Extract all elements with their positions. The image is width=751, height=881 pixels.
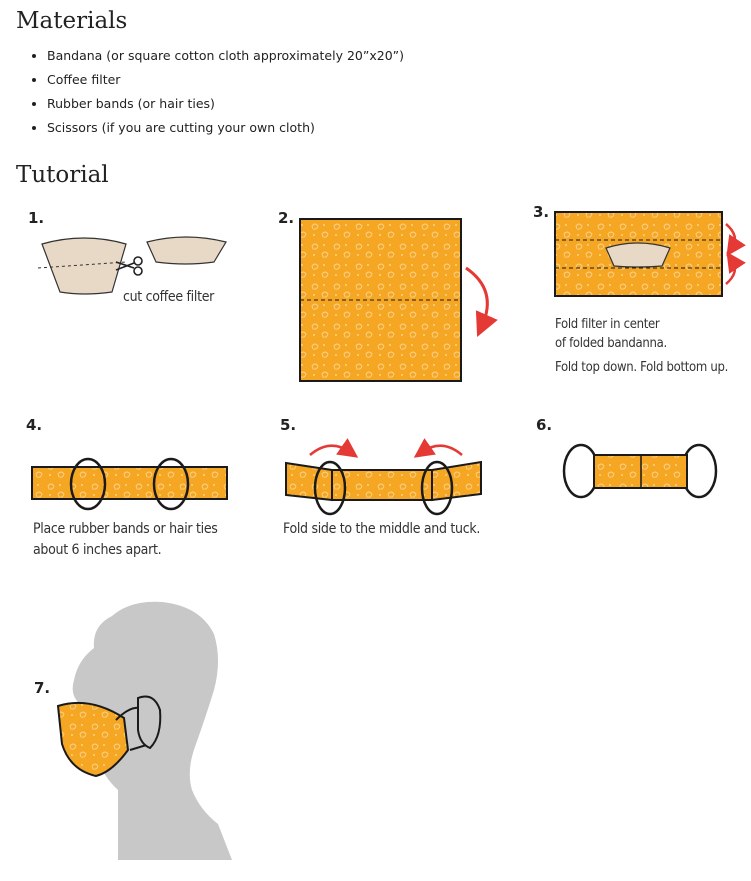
step-caption: cut coffee filter: [123, 289, 215, 305]
step-caption: of folded bandanna.: [555, 336, 667, 351]
materials-heading: Materials: [16, 8, 128, 34]
coffee-filter-right: [146, 236, 227, 265]
step-number: 5.: [280, 416, 297, 434]
ear-loop-left: [562, 443, 600, 499]
list-item: Coffee filter: [47, 68, 404, 92]
step-6-illustration: [562, 443, 718, 499]
step-number: 7.: [34, 679, 51, 697]
step-caption: Fold filter in center: [555, 317, 660, 332]
step-4-illustration: [31, 457, 228, 511]
coffee-filter: [605, 242, 671, 268]
step-number: 2.: [278, 209, 295, 227]
worn-mask: [56, 701, 130, 778]
fold-up-arrow-icon: [725, 251, 746, 285]
center-strip: [331, 469, 433, 501]
folded-strip: [31, 466, 228, 500]
tutorial-heading: Tutorial: [16, 162, 109, 188]
left-flap: [285, 461, 333, 502]
step-number: 4.: [26, 416, 43, 434]
rubber-band-left: [69, 457, 107, 511]
list-item: Scissors (if you are cutting your own cl…: [47, 116, 404, 140]
step-caption: about 6 inches apart.: [33, 542, 162, 558]
cut-line: [37, 261, 127, 269]
step-number: 1.: [28, 209, 45, 227]
coffee-filter-left: [41, 237, 127, 295]
step-7-illustration: [56, 601, 232, 860]
scissors-icon: [115, 256, 143, 276]
rubber-band-right: [152, 457, 190, 511]
list-item: Rubber bands (or hair ties): [47, 92, 404, 116]
rubber-band-right: [420, 460, 454, 516]
step-3-illustration: [554, 211, 746, 297]
fold-arrow-icon: [465, 266, 498, 337]
step-number: 6.: [536, 416, 553, 434]
fold-left-arrow-icon: [413, 438, 463, 458]
fold-right-arrow-icon: [309, 438, 359, 458]
ear-icon: [137, 695, 162, 750]
step-caption: Fold side to the middle and tuck.: [283, 521, 481, 537]
right-flap: [431, 460, 482, 502]
fold-down-arrow-icon: [725, 223, 746, 257]
step-caption: Place rubber bands or hair ties: [33, 521, 218, 537]
step-5-illustration: [285, 438, 482, 516]
step-1-illustration: [37, 236, 227, 295]
step-caption: Fold top down. Fold bottom up.: [555, 360, 729, 375]
materials-list: Bandana (or square cotton cloth approxim…: [0, 44, 404, 140]
step-number: 3.: [533, 203, 550, 221]
rubber-band-left: [313, 460, 347, 516]
step-2-illustration: [299, 218, 498, 382]
list-item: Bandana (or square cotton cloth approxim…: [47, 44, 404, 68]
